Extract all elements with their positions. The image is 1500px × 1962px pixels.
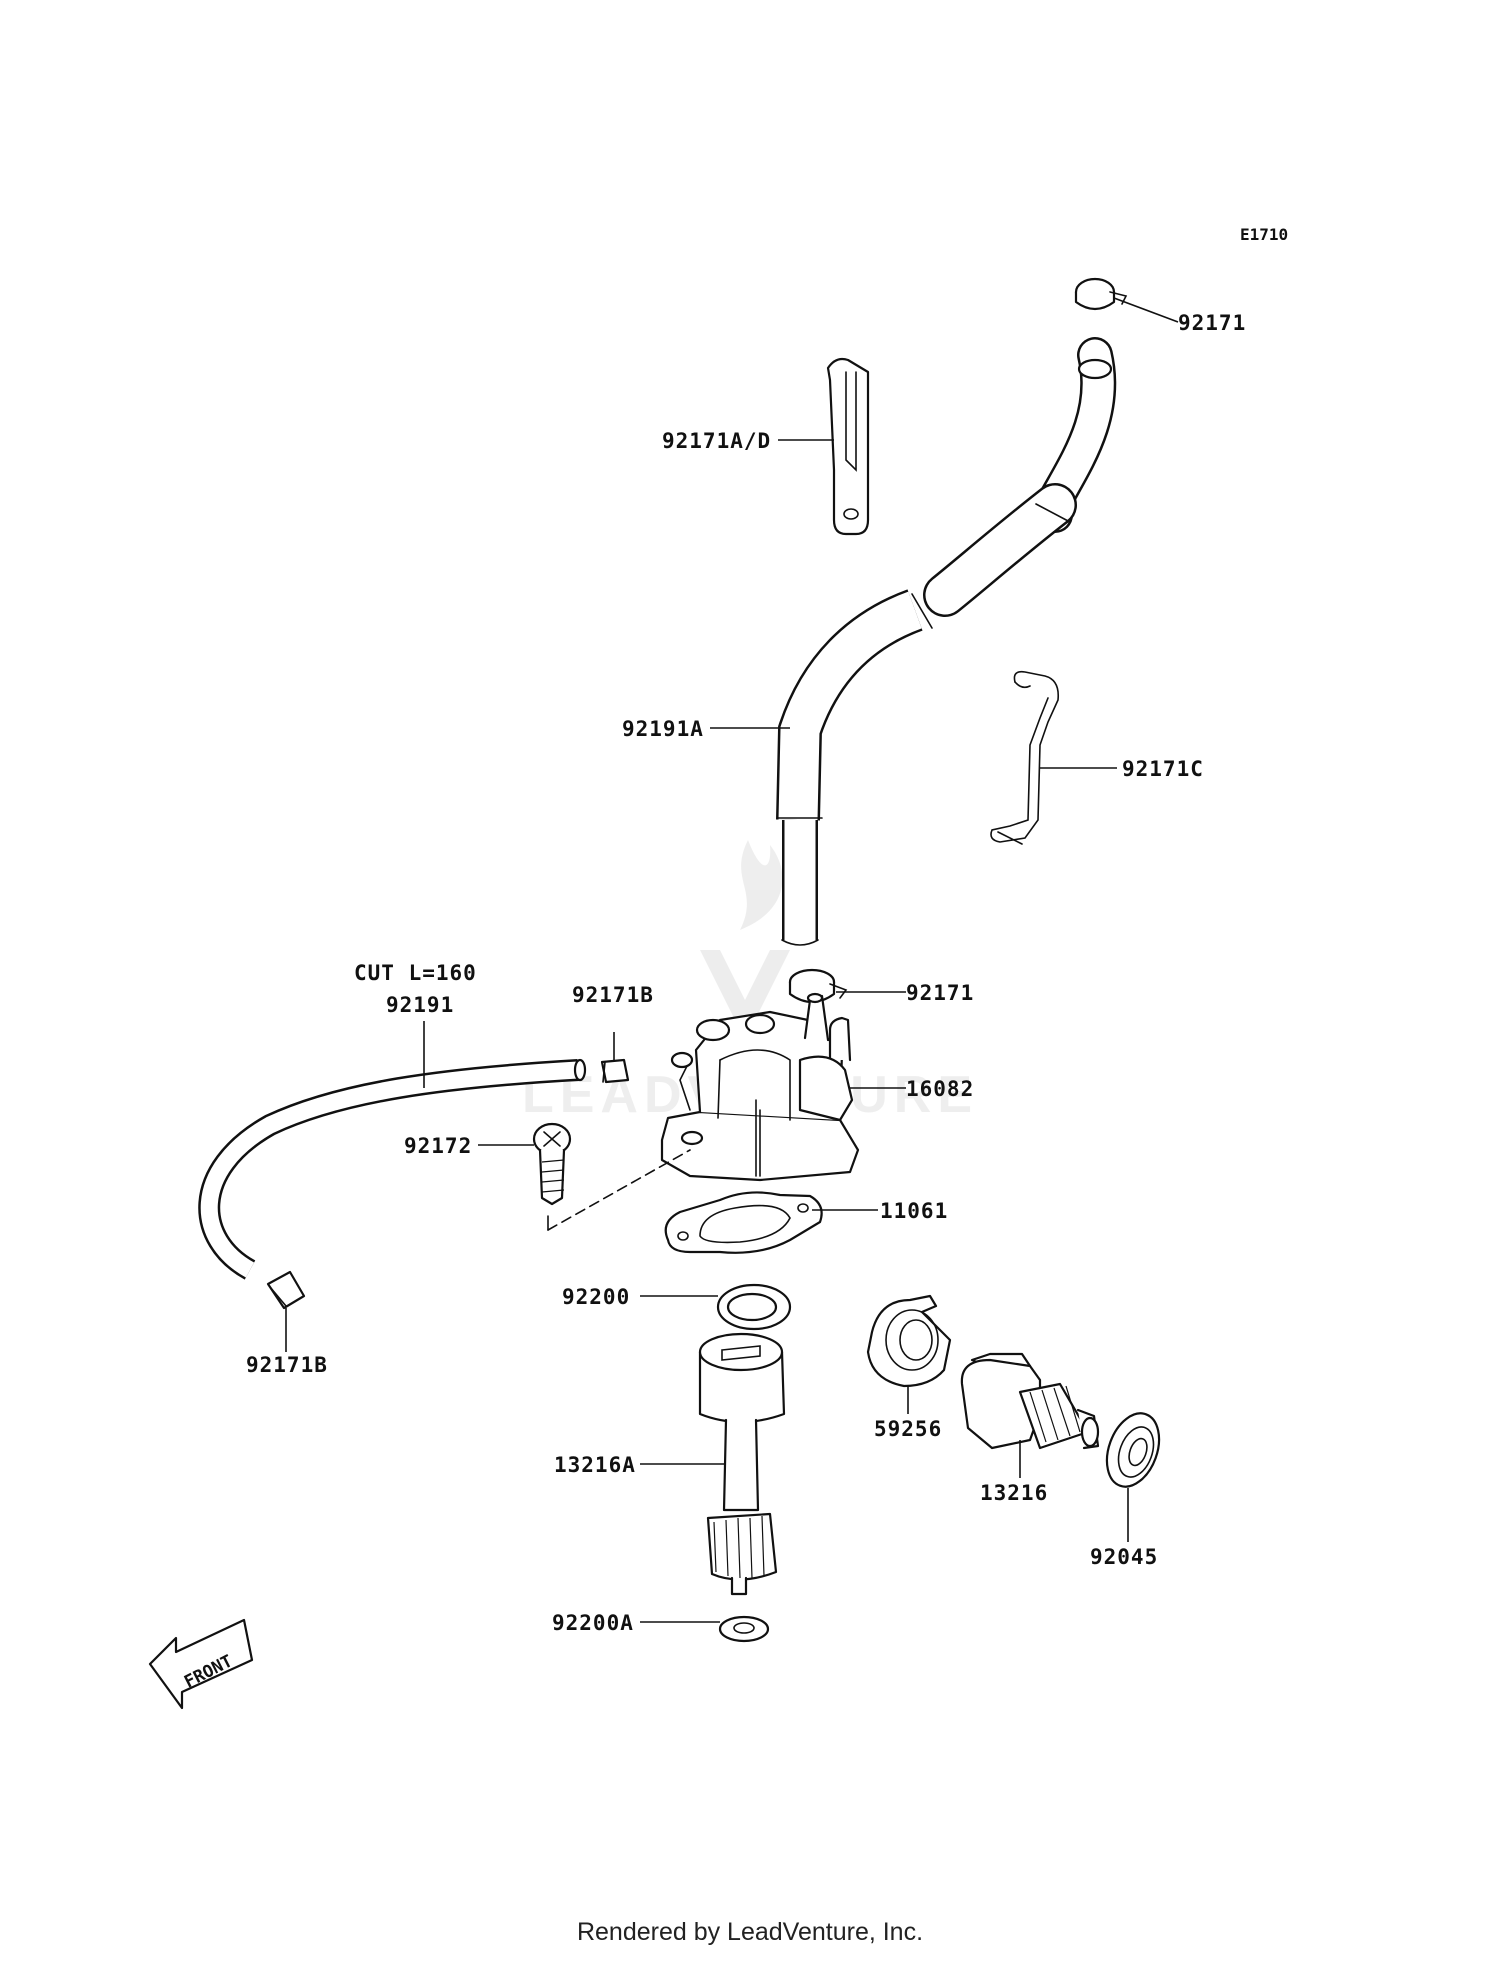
front-arrow: FRONT: [148, 1618, 254, 1710]
callout-11061: 11061: [880, 1199, 948, 1223]
gasket-11061: [664, 1191, 823, 1254]
callout-13216: 13216: [980, 1481, 1048, 1505]
bearing-92045: [1105, 1412, 1161, 1488]
callout-92171b-top: 92171B: [572, 983, 654, 1007]
callout-59256: 59256: [874, 1417, 942, 1441]
washer-92200a: [718, 1615, 770, 1643]
callout-labels: 92171 92171A/D 92191A 92171C CUT L=160 9…: [246, 311, 1246, 1635]
diagram-code: E1710: [1240, 225, 1288, 244]
footer-credit: Rendered by LeadVenture, Inc.: [576, 1918, 924, 1946]
bushing-59256: [866, 1294, 952, 1388]
callout-92200a: 92200A: [552, 1611, 634, 1635]
leader-lines: [285, 297, 1179, 1623]
callout-cut-length: CUT L=160: [354, 961, 477, 985]
callout-92191a: 92191A: [622, 717, 704, 741]
callout-92171c: 92171C: [1122, 757, 1204, 781]
callout-92171-top: 92171: [1178, 311, 1246, 335]
callout-92191: 92191: [386, 993, 454, 1017]
callout-92045: 92045: [1090, 1545, 1158, 1569]
callout-92171-pump: 92171: [906, 981, 974, 1005]
callout-92172: 92172: [404, 1134, 472, 1158]
callout-92200: 92200: [562, 1285, 630, 1309]
callout-92171a-d: 92171A/D: [662, 429, 771, 453]
callout-16082: 16082: [906, 1077, 974, 1101]
screw-92172: [532, 1122, 691, 1231]
hose-92191: [198, 1058, 587, 1280]
shaft-13216a: [698, 1332, 786, 1596]
washer-92200: [716, 1283, 792, 1331]
callout-92171b-bottom: 92171B: [246, 1353, 328, 1377]
clip-92171c: [990, 670, 1060, 845]
clip-92171a-d: [826, 357, 870, 536]
hose-92191a: [776, 337, 1117, 946]
callout-13216a: 13216A: [554, 1453, 636, 1477]
shaft-13216: [960, 1352, 1100, 1450]
oil-pump-16082: [660, 992, 860, 1182]
clamp-92171-top: [1074, 277, 1128, 311]
cap-92171b-top: [600, 1058, 630, 1084]
cap-92171b-bottom: [266, 1270, 306, 1310]
